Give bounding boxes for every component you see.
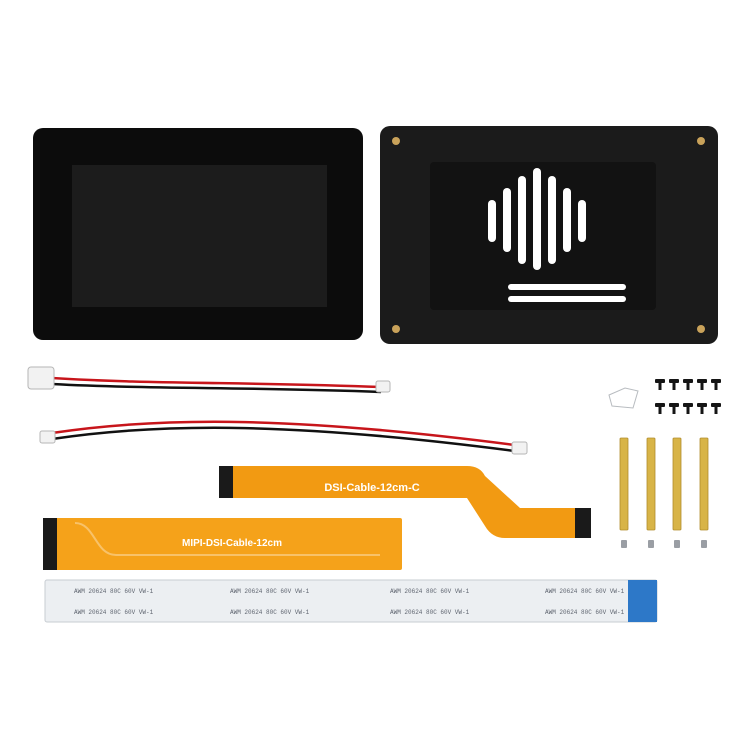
vent-slot — [508, 284, 626, 290]
screw-head — [711, 379, 721, 383]
screw-head — [655, 379, 665, 383]
mipi-dsi-cable: MIPI-DSI-Cable-12cm — [43, 518, 402, 570]
screw-shaft — [700, 407, 704, 414]
jst-cable-long — [39, 420, 528, 455]
fpc-flat-cable: AWM 20624 80C 60V VW-1 AWM 20624 80C 60V… — [44, 579, 658, 623]
mount-screw — [697, 325, 705, 333]
brass-standoff — [699, 437, 709, 531]
screw-head — [669, 403, 679, 407]
cable-black-wire — [51, 426, 516, 453]
screw-shaft — [714, 383, 718, 390]
cable-red-wire — [51, 420, 516, 447]
small-screw — [701, 540, 707, 548]
small-screw — [648, 540, 654, 548]
white-clip-part — [608, 387, 639, 409]
dsi-cable-end — [575, 508, 591, 538]
dsi-cable-body — [220, 466, 585, 538]
accessory-small-parts — [608, 379, 721, 548]
fpc-print: AWM 20624 80C 60V VW-1 — [230, 588, 310, 595]
screw-shaft — [686, 407, 690, 414]
back-mounting-screws — [392, 137, 705, 333]
vent-slot — [578, 200, 586, 242]
display-front — [33, 128, 363, 340]
brass-standoff — [672, 437, 682, 531]
vent-slot — [563, 188, 571, 252]
screw-head — [683, 403, 693, 407]
ventilation-slots — [488, 168, 626, 302]
dsi-cable-label: DSI-Cable-12cm-C — [324, 482, 419, 494]
fpc-print: AWM 20624 80C 60V VW-1 — [390, 609, 470, 616]
vent-slot — [548, 176, 556, 264]
vent-slot — [508, 296, 626, 302]
screw-shaft — [672, 383, 676, 390]
fpc-print: AWM 20624 80C 60V VW-1 — [74, 588, 154, 595]
screw-head — [683, 379, 693, 383]
vent-slot — [533, 168, 541, 270]
small-screw — [621, 540, 627, 548]
jst-connector-right — [511, 441, 528, 455]
fpc-blue-tab — [628, 580, 657, 622]
screw-shaft — [672, 407, 676, 414]
fpc-print: AWM 20624 80C 60V VW-1 — [74, 609, 154, 616]
fpc-print: AWM 20624 80C 60V VW-1 — [230, 609, 310, 616]
screw-shaft — [714, 407, 718, 414]
display-back — [380, 126, 718, 344]
jst-connector-left — [39, 430, 56, 444]
mipi-cable-label: MIPI-DSI-Cable-12cm — [182, 538, 282, 549]
jst-connector-right — [375, 380, 391, 393]
cable-black-wire — [51, 382, 382, 394]
display-back-panel — [430, 162, 656, 310]
screw-shaft — [686, 383, 690, 390]
screw-shaft — [658, 407, 662, 414]
mipi-cable-end — [43, 518, 57, 570]
vent-slot — [518, 176, 526, 264]
screw-shaft — [658, 383, 662, 390]
screw-head — [655, 403, 665, 407]
small-screw — [674, 540, 680, 548]
mount-screw — [392, 325, 400, 333]
mount-screw — [697, 137, 705, 145]
fpc-print: AWM 20624 80C 60V VW-1 — [390, 588, 470, 595]
vent-slot — [488, 200, 496, 242]
screws-cluster — [655, 379, 721, 414]
standoffs-cluster — [619, 437, 709, 548]
mipi-cable-body — [46, 518, 402, 570]
mount-screw — [392, 137, 400, 145]
display-front-screen — [72, 165, 327, 307]
vent-slot — [503, 188, 511, 252]
brass-standoff — [646, 437, 656, 531]
cable-red-wire — [51, 376, 382, 389]
screw-head — [697, 403, 707, 407]
brass-standoff — [619, 437, 629, 531]
mipi-trace-line — [74, 522, 380, 556]
dsi-cable-c: DSI-Cable-12cm-C — [219, 466, 591, 538]
jst-cable-short — [27, 366, 391, 394]
screw-head — [711, 403, 721, 407]
screw-head — [669, 379, 679, 383]
jst-connector-left — [27, 366, 55, 390]
screw-shaft — [700, 383, 704, 390]
screw-head — [697, 379, 707, 383]
fpc-print: AWM 20624 80C 60V VW-1 — [545, 609, 625, 616]
fpc-print: AWM 20624 80C 60V VW-1 — [545, 588, 625, 595]
dsi-cable-end — [219, 466, 233, 498]
